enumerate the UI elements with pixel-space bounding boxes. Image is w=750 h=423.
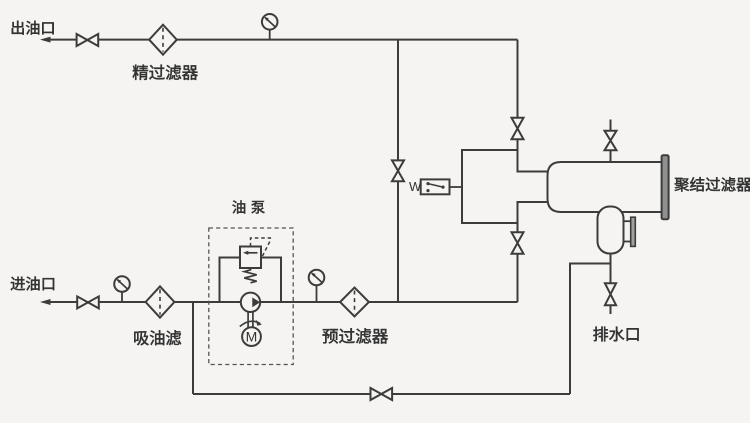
svg-text:W: W [409, 179, 422, 194]
svg-text:M: M [246, 328, 258, 344]
